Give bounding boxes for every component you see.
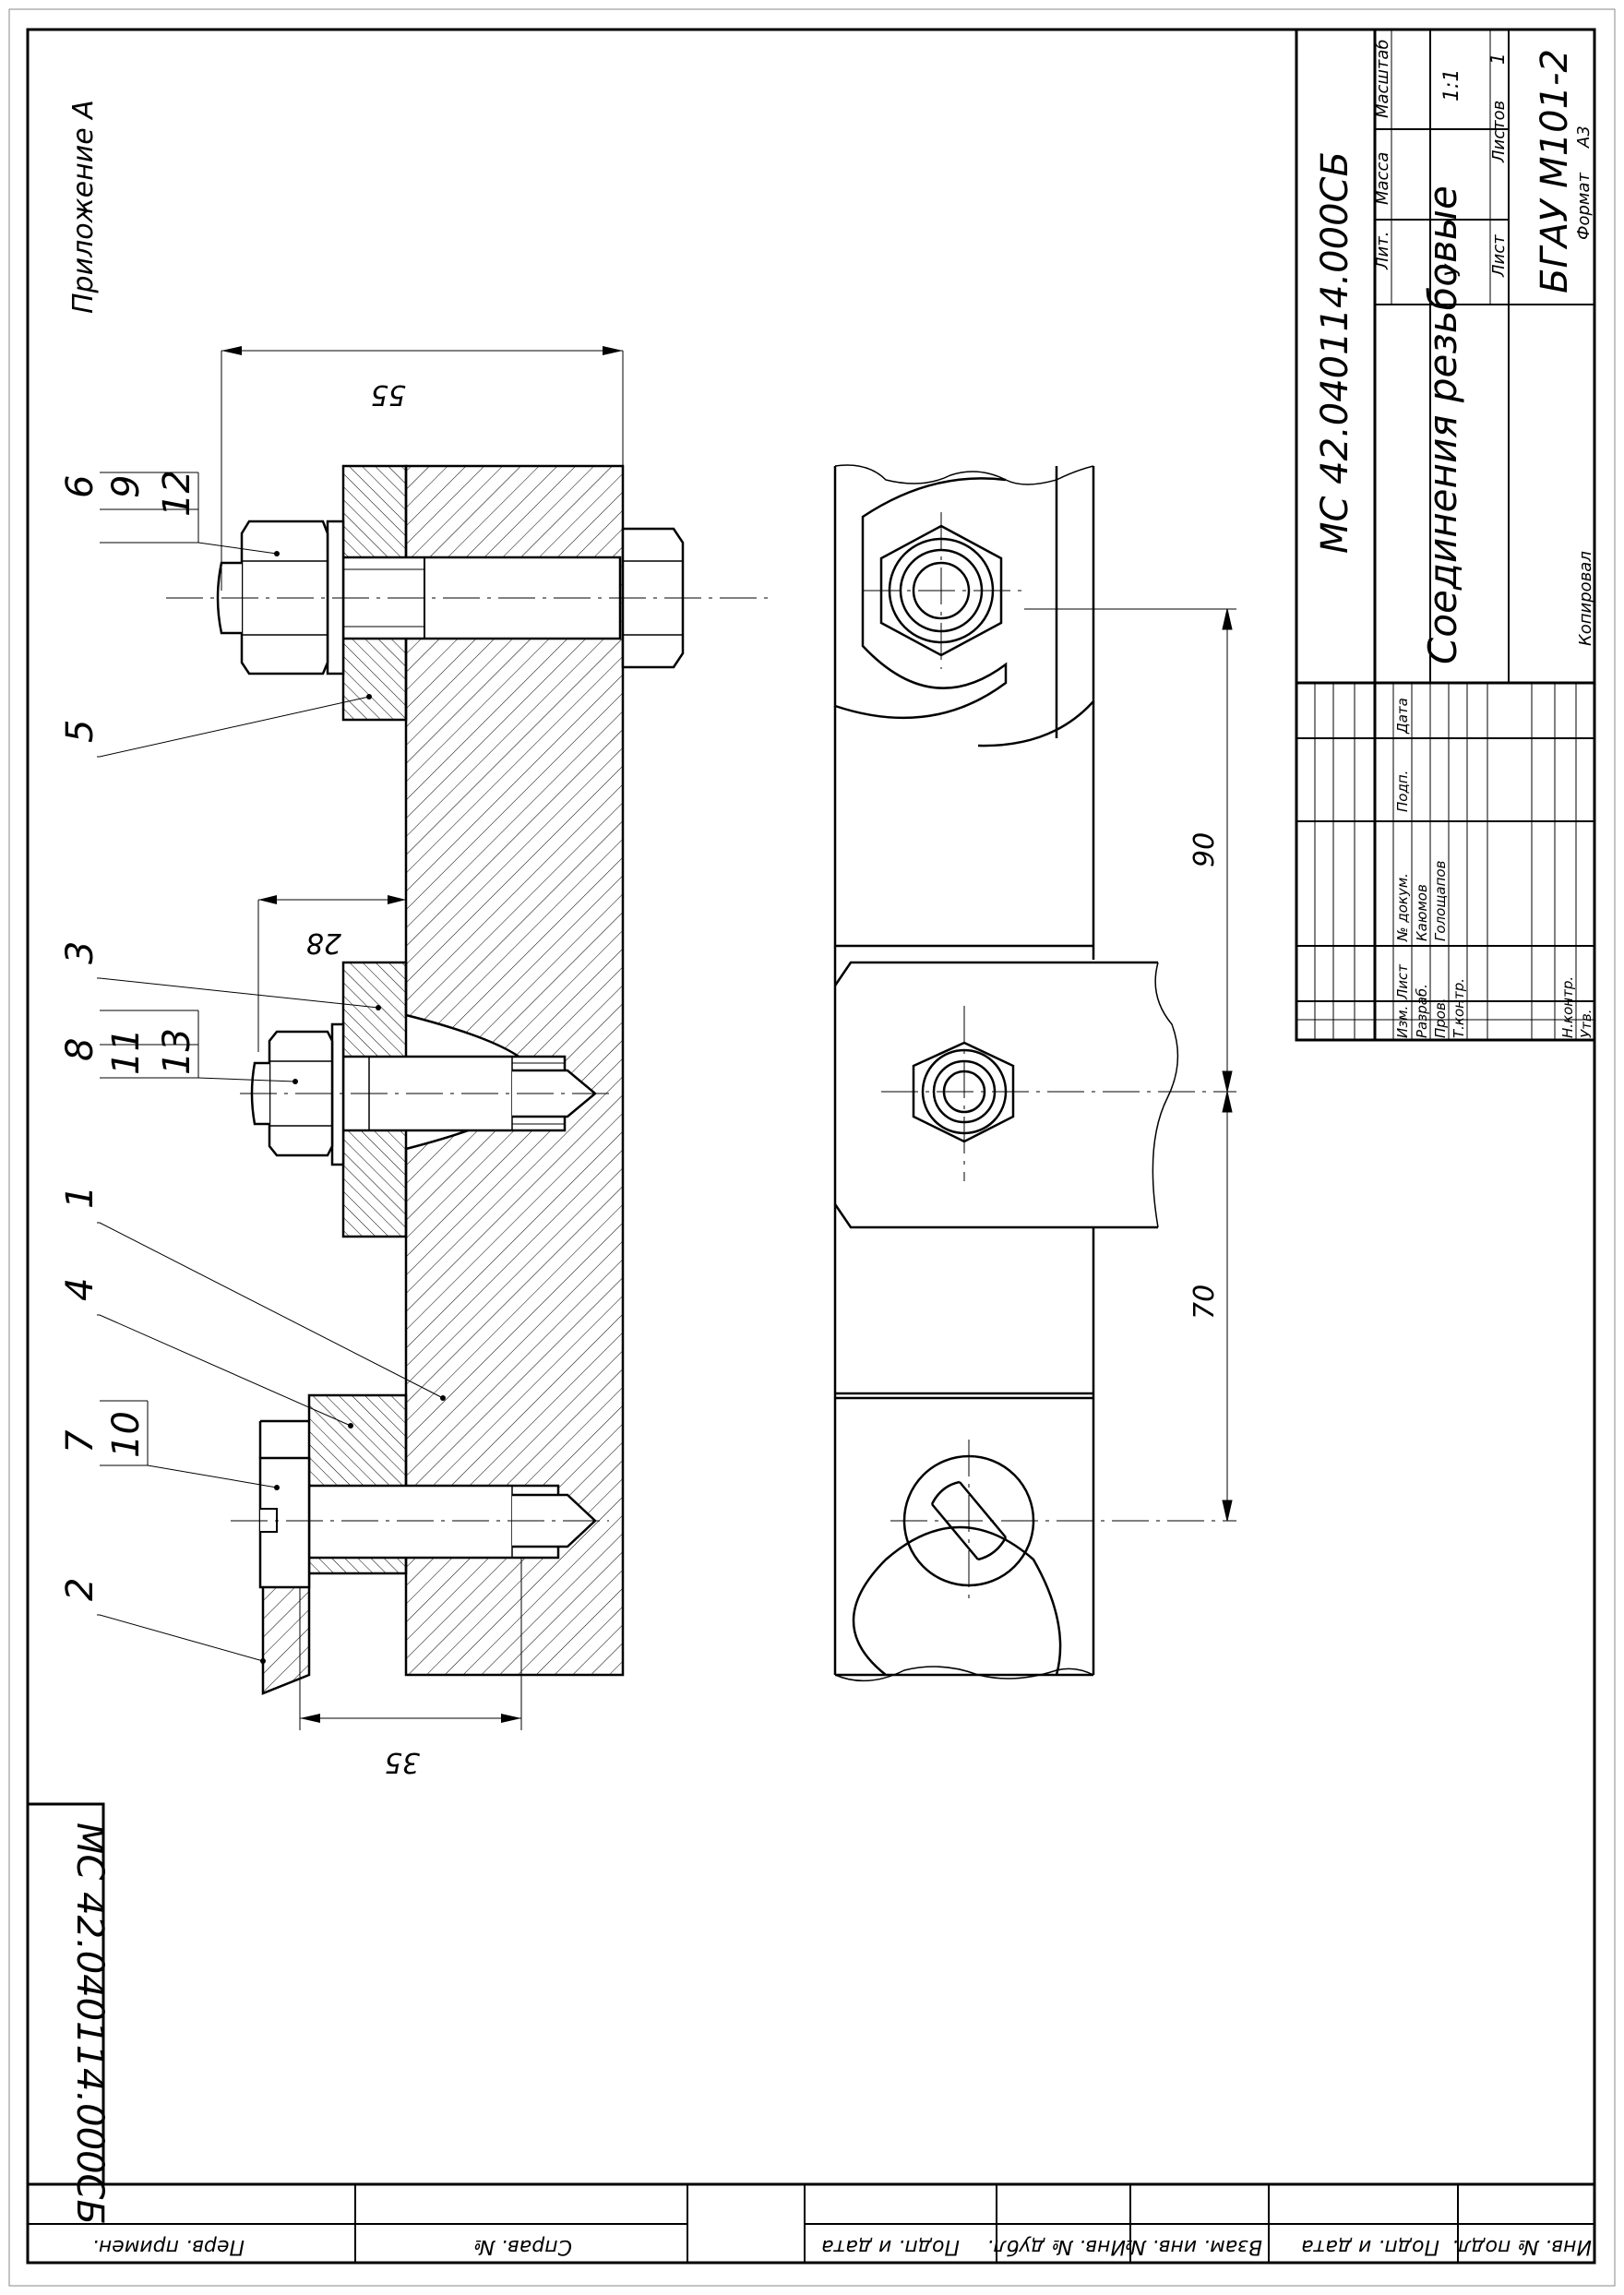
stamp-header-date: Дата — [1394, 698, 1411, 735]
stamp-role-approved: Утв. — [1578, 1010, 1594, 1039]
stamp-role-tcontrol: Т.контр. — [1451, 978, 1467, 1038]
stamp-role-checker: Пров. — [1432, 998, 1449, 1038]
leader-2: 2 — [59, 1578, 102, 1601]
tab-middle — [833, 961, 1158, 986]
designation: МС 42.040114.000СБ — [1314, 151, 1356, 554]
screw-7-head — [258, 1456, 311, 1589]
stamp-header-izm: Изм. — [1394, 1006, 1411, 1038]
stamp-scale-value: 1:1 — [1440, 69, 1463, 102]
dim-90: 90 — [1188, 832, 1221, 867]
bolt-6-head — [621, 527, 685, 669]
stamp-sheets-value: 1 — [1487, 53, 1509, 65]
leader-9: 9 — [105, 475, 148, 498]
copied-label: Копировал — [1576, 551, 1595, 646]
stamp-header-list: Лист — [1394, 963, 1411, 1000]
plan-view — [833, 464, 1236, 1682]
leader-12: 12 — [156, 470, 198, 517]
leader-11: 11 — [105, 1028, 148, 1075]
sheet-trim-border — [8, 8, 1616, 2287]
format-label: Формат — [1574, 172, 1594, 240]
drawing-title: Соединения резьбовые — [1420, 185, 1465, 664]
stamp-role-ncontrol: Н.контр. — [1559, 976, 1576, 1038]
side-strip-repl-inv: Взам. инв. № — [1125, 2235, 1262, 2258]
side-strip-sign-date-1: Подп. и дата — [821, 2235, 960, 2258]
side-strip-ref-num: Справ. № — [473, 2235, 572, 2258]
side-strip-first-use: Перв. примен. — [92, 2235, 245, 2258]
leader-3: 3 — [59, 941, 102, 964]
appendix-label: Приложение А — [67, 100, 100, 314]
side-strip-sign-date-2: Подп. и дата — [1301, 2235, 1439, 2258]
stamp-name-checker: Голощапов — [1432, 860, 1449, 941]
leader-8: 8 — [59, 1038, 102, 1061]
dim-70: 70 — [1188, 1285, 1221, 1320]
dim-28: 28 — [306, 926, 341, 959]
stamp-col-scale: Масштаб — [1373, 39, 1392, 118]
dim-55: 55 — [371, 378, 406, 411]
bracket-top — [833, 466, 1008, 720]
leader-7: 7 — [59, 1429, 102, 1453]
title-block — [1295, 28, 1596, 1042]
leader-1: 1 — [59, 1186, 102, 1209]
stamp-col-lit: Лит. — [1373, 232, 1392, 270]
stamp-name-developer: Каюмов — [1414, 884, 1430, 941]
leader-5: 5 — [59, 720, 102, 743]
stamp-header-sign: Подп. — [1394, 771, 1411, 812]
designation-stamp-text: МС 42.040114.000СБ — [68, 1823, 111, 2225]
dim-35: 35 — [385, 1746, 420, 1778]
stamp-col-mass: Масса — [1373, 152, 1392, 205]
organization: БГАУ М101-2 — [1534, 49, 1576, 293]
side-strip-orig-inv: Инв. № подл. — [1451, 2235, 1592, 2258]
washer-11 — [330, 1022, 345, 1166]
leader-13: 13 — [156, 1028, 198, 1075]
sheet-frame — [26, 28, 1596, 2265]
side-strip-dup-inv: Инв. № дубл. — [986, 2235, 1126, 2258]
stamp-sheet-label: Лист — [1489, 234, 1509, 278]
stamp-header-docnum: № докум. — [1394, 873, 1411, 942]
plan-dimensions — [1024, 608, 1236, 1522]
stamp-sheets-label: Листов — [1489, 101, 1509, 163]
leader-6: 6 — [59, 475, 102, 498]
side-strip — [28, 2182, 1594, 2263]
format-value: А3 — [1574, 126, 1594, 149]
leader-4: 4 — [59, 1278, 102, 1301]
stamp-lit-value: У — [1442, 263, 1465, 277]
plate-part-2 — [261, 1572, 311, 1695]
section-view: 55 28 35 — [59, 346, 775, 1778]
leader-10: 10 — [105, 1411, 148, 1458]
bracket-bottom — [835, 1396, 1093, 1677]
stamp-role-developer: Разраб. — [1414, 984, 1430, 1038]
